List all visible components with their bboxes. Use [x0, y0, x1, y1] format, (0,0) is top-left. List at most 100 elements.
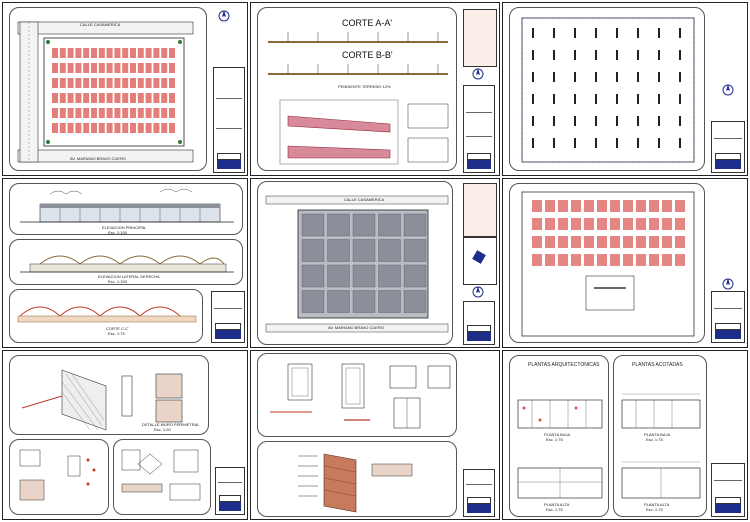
- parking-stall: [130, 48, 136, 58]
- parking-stall: [75, 123, 82, 133]
- parking-stall: [59, 48, 66, 58]
- plans-architectural-drawing: [517, 399, 603, 499]
- parking-stall: [662, 236, 672, 248]
- plans-dimensioned-title: PLANTAS ACOTADAS: [632, 362, 683, 368]
- parking-stall: [145, 48, 152, 58]
- sections-frame: CORTE A-A' CORTE B-B' PENDIENTE TERRENO …: [257, 7, 457, 171]
- parking-stall: [169, 78, 175, 88]
- structural-column: [574, 28, 576, 38]
- parking-stall: [161, 78, 168, 88]
- title-block-logo: [715, 160, 741, 169]
- title-block-logo: [715, 504, 741, 513]
- parking-stall: [114, 48, 121, 58]
- roof-panel: [403, 264, 427, 288]
- section-c-title: CORTE C-C': [106, 326, 129, 331]
- site-street-bottom: AV. MARIANO BRAVO CUERO: [70, 156, 126, 161]
- parking-stall: [52, 48, 58, 58]
- parking-stall: [106, 123, 113, 133]
- parking-stall: [662, 254, 672, 266]
- parking-stall: [75, 63, 82, 73]
- roof-panel: [352, 213, 376, 237]
- sheet-fence-details: DETALLE MURO PERIMETRAL Esc. 1:20: [2, 350, 248, 520]
- parking-stall: [153, 78, 160, 88]
- parking-stall: [597, 254, 607, 266]
- upper-floor-a-title: PLANTA ALTA: [544, 502, 570, 507]
- structural-column: [679, 138, 681, 148]
- parking-stall: [161, 108, 168, 118]
- footing-detail-frame: [9, 439, 109, 515]
- structural-column: [679, 72, 681, 82]
- section-c-scale: Esc. 1:75: [108, 331, 125, 336]
- parking-stall: [52, 123, 58, 133]
- parking-stall: [59, 123, 66, 133]
- parking-stall: [169, 63, 175, 73]
- parking-stall: [675, 218, 685, 230]
- parking-stall: [662, 218, 672, 230]
- roof-panel: [327, 290, 350, 313]
- sheet-floor-plans: PLANTAS ARQUITECTONICAS PLANTA BAJA Esc.…: [502, 350, 748, 520]
- elevation-main-drawing: [20, 188, 234, 223]
- parking-stall: [91, 48, 97, 58]
- footing-detail-drawing: [19, 449, 96, 501]
- parking-stall: [106, 78, 113, 88]
- structural-column: [595, 72, 597, 82]
- structural-column: [574, 138, 576, 148]
- structural-column: [679, 50, 681, 60]
- parking-stall: [122, 63, 129, 73]
- sheet-site-plan: CALLE CASAMERICA AV. MARIANO BRAVO CUERO: [2, 2, 248, 176]
- north-arrow-icon: [471, 67, 485, 81]
- parking-stall: [52, 108, 58, 118]
- roof-panel: [352, 290, 376, 313]
- parking-stall: [558, 236, 568, 248]
- parking-stall: [597, 218, 607, 230]
- structural-column: [658, 116, 660, 126]
- structural-column: [574, 72, 576, 82]
- structural-column: [637, 50, 639, 60]
- structural-column: [616, 94, 618, 104]
- parking-stall: [610, 236, 620, 248]
- elevation-main-frame: ELEVACION PRINCIPAL Esc. 1:100: [9, 183, 243, 235]
- parking-stall: [545, 254, 555, 266]
- fence-detail-scale: Esc. 1:20: [154, 427, 171, 432]
- roof-panel: [301, 264, 325, 288]
- parking-frame: [509, 183, 705, 343]
- parking-stall: [67, 108, 74, 118]
- parking-stall: [59, 93, 66, 103]
- parking-stall: [649, 254, 659, 266]
- parking-stall: [623, 218, 633, 230]
- parking-stall: [114, 108, 121, 118]
- parking-stall: [532, 254, 542, 266]
- title-block: [211, 291, 245, 343]
- parking-stall: [83, 78, 90, 88]
- parking-stall: [153, 123, 160, 133]
- parking-stall: [67, 48, 74, 58]
- parking-stall: [98, 78, 105, 88]
- roof-panel: [327, 239, 350, 262]
- parking-stall: [649, 200, 659, 212]
- structural-column: [658, 94, 660, 104]
- parking-stall: [610, 218, 620, 230]
- elevation-main-scale: Esc. 1:100: [108, 230, 127, 235]
- structural-column: [658, 50, 660, 60]
- parking-stall: [137, 63, 144, 73]
- parking-stall: [59, 108, 66, 118]
- sheet-elevations: ELEVACION PRINCIPAL Esc. 1:100 ELEVACION…: [2, 178, 248, 348]
- parking-stall: [137, 123, 144, 133]
- parking-stall: [584, 254, 594, 266]
- structural-column: [553, 116, 555, 126]
- structural-column: [637, 94, 639, 104]
- upper-floor-a-scale: Esc. 1:75: [546, 507, 563, 512]
- parking-stall: [584, 200, 594, 212]
- section-b-title: CORTE B-B': [342, 50, 393, 60]
- parking-stall: [532, 218, 542, 230]
- parking-stall: [153, 63, 160, 73]
- parking-stall: [91, 78, 97, 88]
- parking-stall: [161, 63, 168, 73]
- parking-stall: [145, 63, 152, 73]
- parking-stall: [145, 78, 152, 88]
- carpentry-drawing: [270, 363, 451, 429]
- title-block-logo: [217, 160, 241, 169]
- wall-detail-frame: [257, 441, 457, 517]
- structural-column: [574, 116, 576, 126]
- structural-column: [553, 138, 555, 148]
